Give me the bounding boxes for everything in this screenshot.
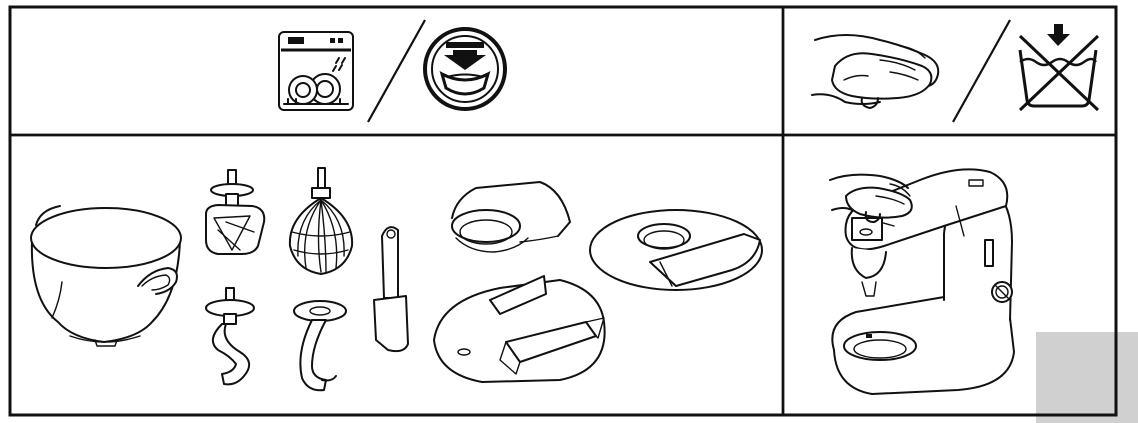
stand-mixer-body	[831, 168, 1015, 395]
mixing-bowl	[30, 205, 182, 347]
wiping-hand	[829, 173, 913, 223]
no-immerse-icon	[1018, 24, 1100, 112]
spatula	[373, 226, 409, 353]
slash-2	[952, 19, 1011, 123]
pouring-shield-large	[433, 275, 606, 383]
dishwasher-icon	[278, 31, 354, 111]
dough-hook	[205, 287, 255, 386]
hand-wipe-icon	[811, 34, 940, 109]
splash-guard	[589, 209, 763, 291]
top-rack-icon	[423, 27, 507, 111]
corner-tab	[1036, 332, 1138, 423]
dough-hook-2	[293, 300, 347, 392]
k-beater	[205, 169, 266, 255]
pouring-shield-small	[451, 181, 571, 253]
slash-1	[367, 19, 426, 123]
whisk	[288, 167, 354, 275]
